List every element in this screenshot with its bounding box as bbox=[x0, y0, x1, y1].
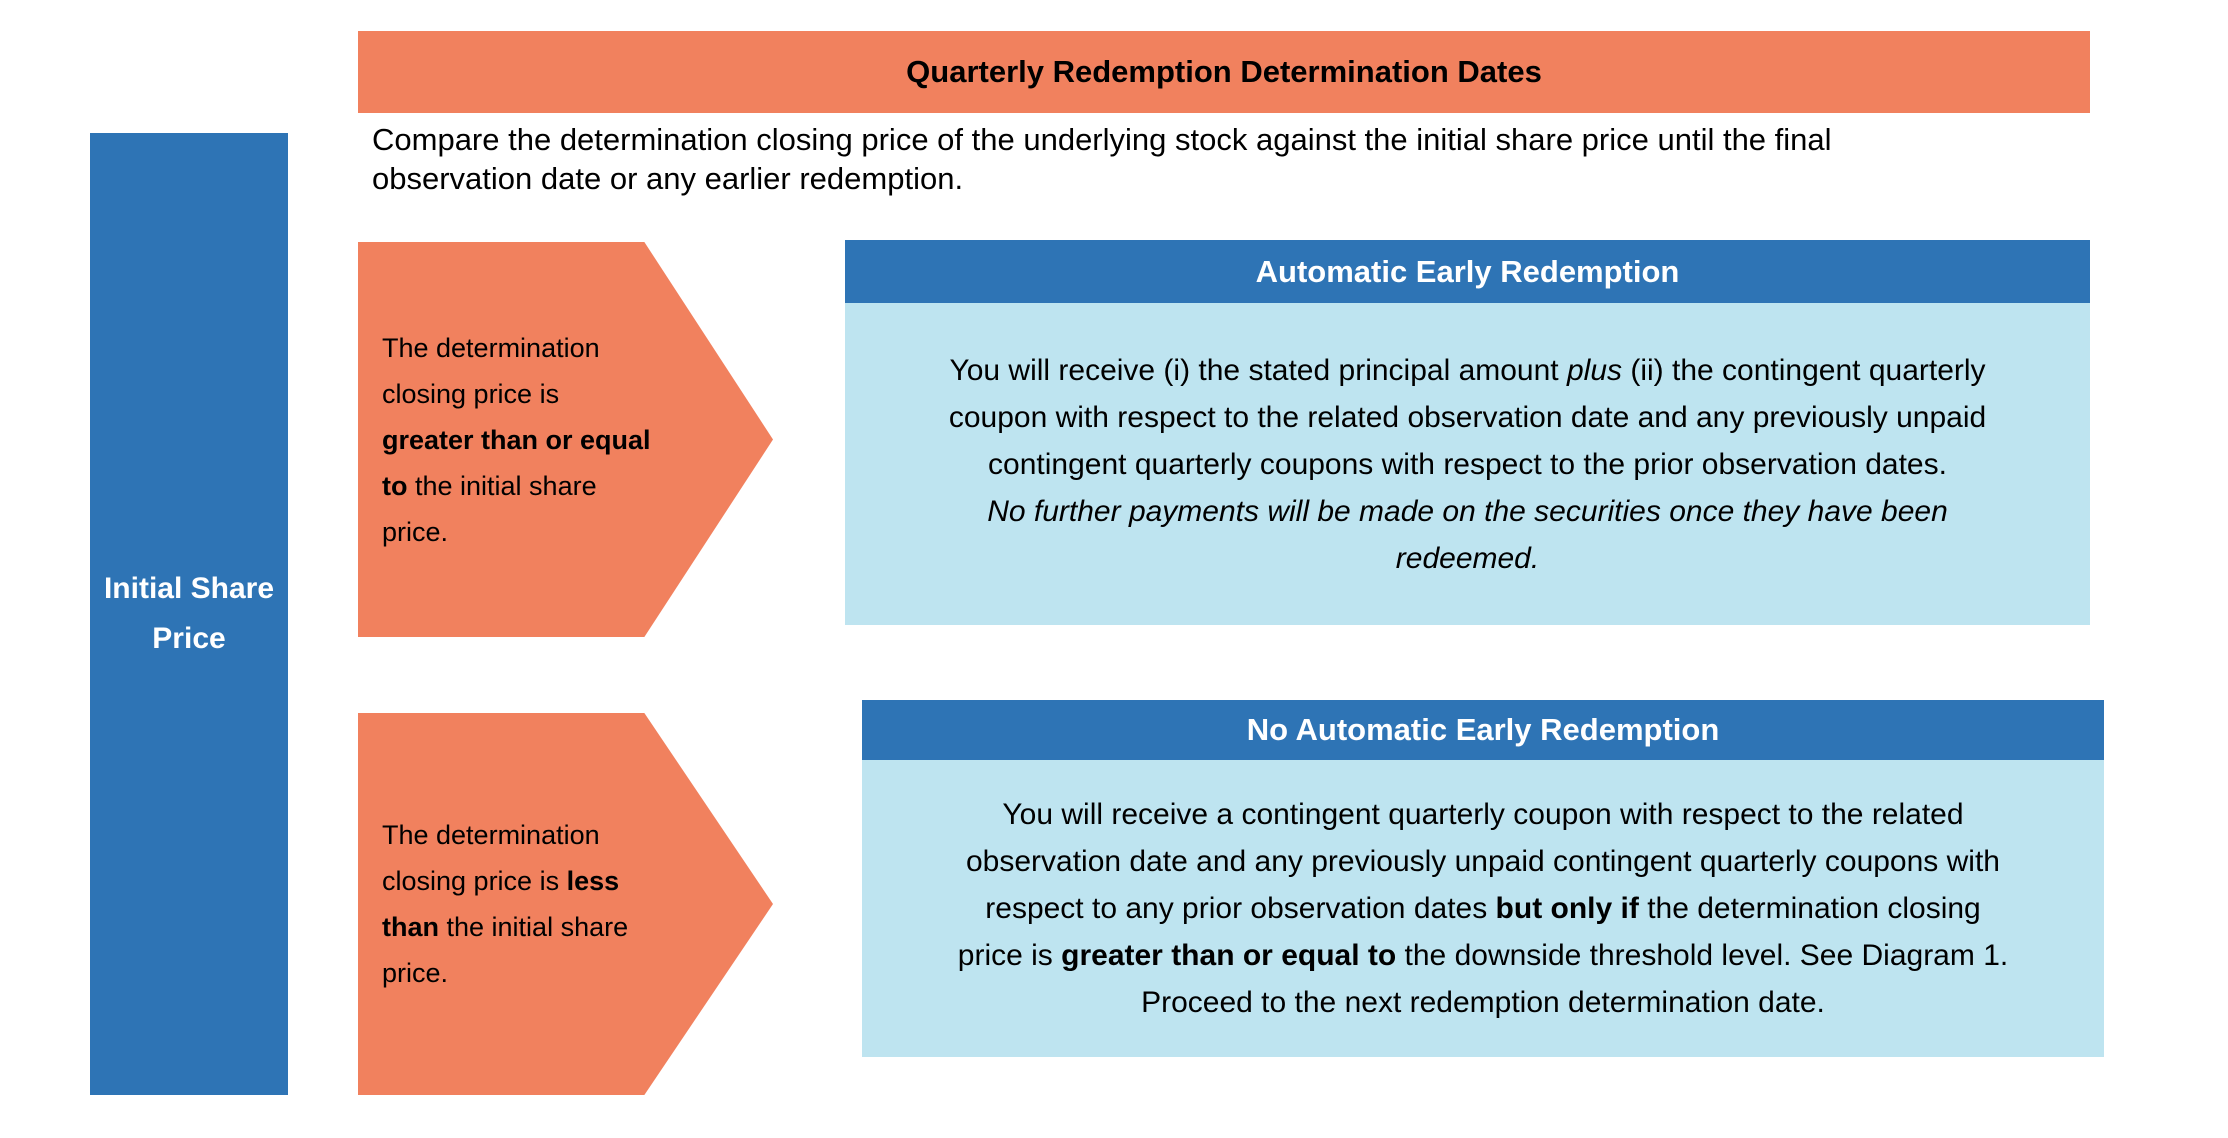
diagram-title-banner: Quarterly Redemption Determination Dates bbox=[358, 31, 2090, 113]
automatic-early-redemption-body: You will receive (i) the stated principa… bbox=[845, 303, 2090, 625]
no-automatic-early-redemption-body: You will receive a contingent quarterly … bbox=[862, 760, 2104, 1057]
initial-share-price-box: Initial Share Price bbox=[90, 133, 288, 1095]
automatic-early-redemption-header: Automatic Early Redemption bbox=[845, 240, 2090, 303]
diagram-title: Quarterly Redemption Determination Dates bbox=[906, 54, 1542, 89]
no-automatic-early-redemption-title: No Automatic Early Redemption bbox=[1246, 712, 1720, 747]
initial-share-price-label: Initial Share Price bbox=[103, 572, 275, 655]
intro-paragraph: Compare the determination closing price … bbox=[372, 122, 1832, 196]
automatic-early-redemption-title: Automatic Early Redemption bbox=[1255, 253, 1680, 289]
no-automatic-early-redemption-header: No Automatic Early Redemption bbox=[862, 700, 2104, 760]
